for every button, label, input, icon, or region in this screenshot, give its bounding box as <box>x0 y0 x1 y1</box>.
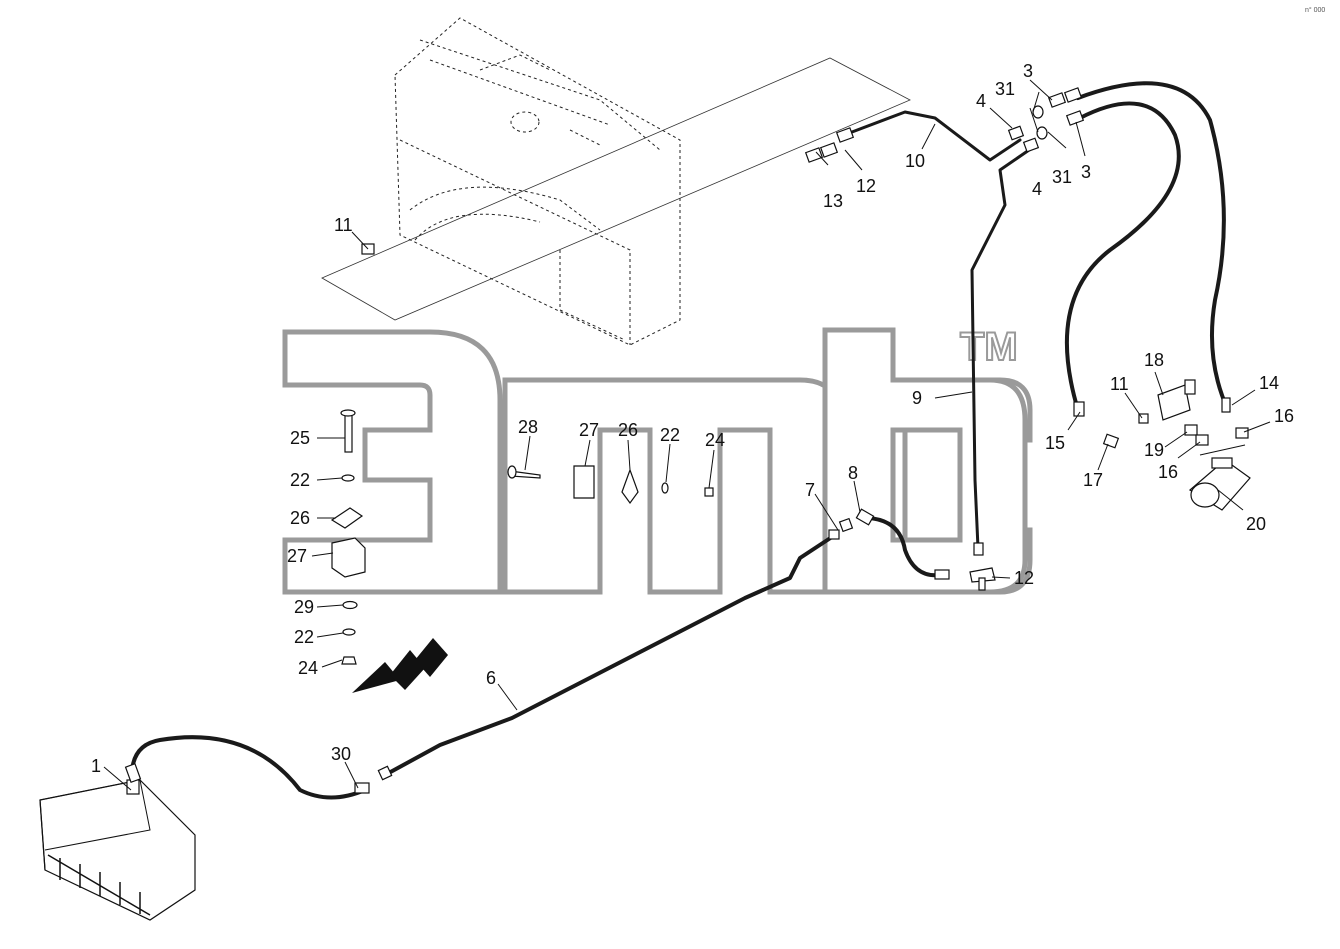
corner-code: n° 000 <box>1305 6 1325 14</box>
callout-6: 6 <box>486 668 496 688</box>
callout-15: 15 <box>1045 433 1065 453</box>
callout-4-bottom: 4 <box>1032 179 1042 199</box>
callout-22-upper: 22 <box>290 470 310 490</box>
callout-16-right: 16 <box>1274 406 1294 426</box>
callout-17: 17 <box>1083 470 1103 490</box>
callout-26-middle: 26 <box>618 420 638 440</box>
callout-4-top: 4 <box>976 91 986 111</box>
watermark-tm: TM <box>960 325 1018 369</box>
callout-labels: 1 3 3 4 4 6 7 8 9 10 11 11 12 12 13 14 1… <box>91 61 1294 776</box>
callout-11-right: 11 <box>1110 374 1129 394</box>
callout-30: 30 <box>331 744 351 764</box>
callout-20: 20 <box>1246 514 1266 534</box>
watermark-logo: TM <box>282 324 1033 595</box>
callout-27-middle: 27 <box>579 420 599 440</box>
callout-12-bottom: 12 <box>1014 568 1034 588</box>
leader-lines <box>103 79 1271 791</box>
callout-14: 14 <box>1259 373 1279 393</box>
callout-29: 29 <box>294 597 314 617</box>
callout-24-lower: 24 <box>298 658 318 678</box>
callout-28: 28 <box>518 417 538 437</box>
callout-12-top: 12 <box>856 176 876 196</box>
hoses <box>129 81 1246 800</box>
callout-1: 1 <box>91 756 101 776</box>
callout-31-top: 31 <box>995 79 1015 99</box>
callout-16-left: 16 <box>1158 462 1178 482</box>
callout-26-left: 26 <box>290 508 310 528</box>
callout-10: 10 <box>905 151 925 171</box>
callout-24-middle: 24 <box>705 430 725 450</box>
callout-22-middle: 22 <box>660 425 680 445</box>
callout-18: 18 <box>1144 350 1164 370</box>
callout-3-top: 3 <box>1023 61 1033 81</box>
callout-13: 13 <box>823 191 843 211</box>
callout-11-left: 11 <box>334 215 353 235</box>
callout-22-lower: 22 <box>294 627 314 647</box>
control-valve-block <box>39 779 196 921</box>
callout-9: 9 <box>912 388 922 408</box>
callout-27-left: 27 <box>287 546 307 566</box>
fittings <box>124 87 1251 794</box>
radiator-assembly <box>321 17 911 346</box>
callout-31-bottom: 31 <box>1052 167 1072 187</box>
callout-25: 25 <box>290 428 310 448</box>
callout-8: 8 <box>848 463 858 483</box>
callout-7: 7 <box>805 480 815 500</box>
callout-19: 19 <box>1144 440 1164 460</box>
callout-3-right: 3 <box>1081 162 1091 182</box>
